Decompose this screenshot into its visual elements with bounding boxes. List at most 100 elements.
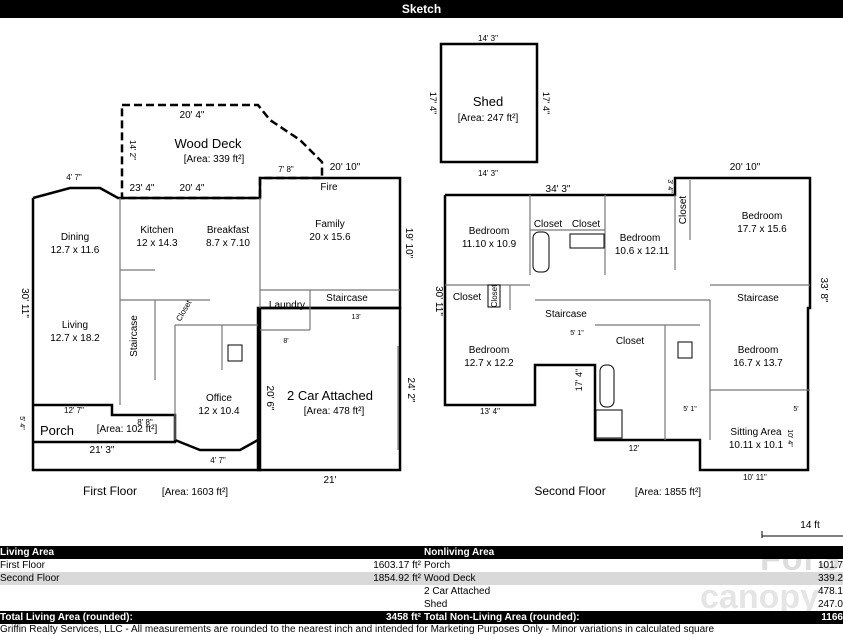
table-row: First Floor 1603.17 ft² Porch 101.7 bbox=[0, 559, 843, 572]
staircase-horizontal-label: Staircase bbox=[326, 293, 368, 304]
dim-12: 12' bbox=[629, 444, 640, 453]
dim-deck-top: 20' 4" bbox=[180, 110, 205, 121]
dining-label: Dining bbox=[61, 232, 89, 243]
porch-outline bbox=[33, 403, 177, 444]
dim-bottom-213: 21' 3" bbox=[90, 445, 115, 456]
total-nonliving-value: 1166 bbox=[821, 612, 843, 623]
table-cell: 2 Car Attached bbox=[424, 586, 491, 597]
first-floor-outline bbox=[31, 176, 402, 472]
toilet-icon bbox=[677, 341, 693, 359]
second-floor-area: [Area: 1855 ft²] bbox=[635, 487, 701, 498]
staircase-vertical-label: Staircase bbox=[129, 315, 140, 357]
toilet-icon bbox=[487, 284, 501, 308]
table-cell: 339.2 bbox=[817, 573, 843, 584]
bedroom1-size: 11.10 x 10.9 bbox=[462, 239, 517, 250]
sketch-title-bar: Sketch bbox=[0, 0, 843, 18]
floor-plan-sketch: Shed [Area: 247 ft²] 14' 3" 14' 3" 17' 4… bbox=[18, 34, 843, 538]
shed-area: [Area: 247 ft²] bbox=[458, 113, 519, 124]
bedroom5-label: Bedroom bbox=[738, 345, 779, 356]
dim-deck-left: 14' 2" bbox=[128, 140, 137, 160]
kitchen-label: Kitchen bbox=[140, 225, 173, 236]
table-cell: 247.0 bbox=[817, 599, 843, 610]
dim-deck-78: 7' 8" bbox=[278, 165, 294, 174]
table-cell: First Floor bbox=[0, 560, 45, 571]
shed-outline bbox=[439, 42, 539, 164]
shed-label: Shed bbox=[473, 94, 503, 109]
bedroom2-size: 10.6 x 12.11 bbox=[615, 246, 670, 257]
bathtub-icon bbox=[532, 231, 550, 273]
second-floor-label: Second Floor bbox=[534, 484, 605, 498]
first-floor-area: [Area: 1603 ft²] bbox=[162, 487, 228, 498]
table-header-row: Living Area Nonliving Area bbox=[0, 546, 843, 559]
breakfast-label: Breakfast bbox=[207, 225, 249, 236]
dim-porch-top: 12' 7" bbox=[64, 406, 84, 415]
bedroom4-size: 12.7 x 12.2 bbox=[464, 358, 514, 369]
bedroom1-label: Bedroom bbox=[469, 226, 510, 237]
dim-porch-left: 5' 4" bbox=[18, 416, 25, 430]
dim-right-338: 33' 8" bbox=[818, 278, 829, 303]
total-nonliving-label: Total Non-Living Area (rounded): bbox=[424, 612, 580, 623]
dim-13: 13' bbox=[351, 314, 360, 321]
porch-area: [Area: 102 ft²] bbox=[97, 424, 158, 435]
bedroom3-size: 17.7 x 15.6 bbox=[737, 224, 787, 235]
office-label: Office bbox=[206, 393, 232, 404]
dim-right-side: 19' 10" bbox=[403, 228, 414, 259]
shed-dim-bottom: 14' 3" bbox=[478, 169, 498, 178]
family-size: 20 x 15.6 bbox=[309, 232, 351, 243]
closet5-label: Closet bbox=[490, 284, 499, 307]
table-cell: Wood Deck bbox=[424, 573, 476, 584]
office-bay bbox=[174, 438, 259, 452]
living-size: 12.7 x 18.2 bbox=[50, 333, 100, 344]
bedroom3-label: Bedroom bbox=[742, 211, 783, 222]
table-cell: Second Floor bbox=[0, 573, 60, 584]
dim-top-343: 34' 3" bbox=[546, 184, 571, 195]
dim-garage-left: 20' 6" bbox=[264, 386, 275, 411]
kitchen-size: 12 x 14.3 bbox=[136, 238, 178, 249]
table-cell: Shed bbox=[424, 599, 448, 610]
staircase2-label: Staircase bbox=[737, 293, 779, 304]
living-label: Living bbox=[62, 320, 88, 331]
dim-left-3011: 30' 11" bbox=[433, 286, 444, 316]
dim-174: 17' 4" bbox=[574, 369, 584, 391]
dim-34: 3' 4" bbox=[666, 179, 673, 193]
dim-5: 5' bbox=[793, 406, 798, 413]
wood-deck-label: Wood Deck bbox=[175, 136, 242, 151]
table-cell: Porch bbox=[424, 560, 451, 571]
dim-top-2010: 20' 10" bbox=[730, 162, 761, 173]
breakfast-size: 8.7 x 7.10 bbox=[206, 238, 250, 249]
living-area-header: Living Area bbox=[0, 547, 55, 558]
dim-104: 10' 4" bbox=[786, 429, 793, 447]
vanity-icon bbox=[569, 233, 605, 249]
closet6-label: Closet bbox=[616, 336, 645, 347]
closet1-label: Closet bbox=[534, 219, 563, 230]
dining-size: 12.7 x 11.6 bbox=[51, 245, 100, 256]
wood-deck-outline bbox=[120, 103, 324, 200]
second-floor-outline bbox=[443, 176, 812, 472]
dim-deck-bottom-left: 23' 4" bbox=[130, 183, 155, 194]
garage-area: [Area: 478 ft²] bbox=[304, 406, 365, 417]
sitting-area-size: 10.11 x 10.1 bbox=[729, 440, 784, 451]
dim-bottom-134: 13' 4" bbox=[480, 407, 500, 416]
shower-icon bbox=[595, 409, 623, 439]
wood-deck-area: [Area: 339 ft²] bbox=[184, 154, 245, 165]
nonliving-area-header: Nonliving Area bbox=[424, 547, 495, 558]
scale-label: 14 ft bbox=[800, 520, 820, 531]
dim-51: 5' 1" bbox=[570, 330, 584, 337]
table-cell: 1854.92 ft² bbox=[373, 573, 421, 584]
dim-family-top: 20' 10" bbox=[330, 162, 361, 173]
garage-outline bbox=[256, 306, 402, 472]
sitting-area-label: Sitting Area bbox=[730, 427, 782, 438]
porch-label: Porch bbox=[40, 423, 74, 438]
closet2-label: Closet bbox=[572, 219, 601, 230]
table-row: Shed 247.0 bbox=[0, 598, 843, 611]
dim-8: 8' bbox=[283, 338, 288, 345]
dim-bottom-1011: 10' 11" bbox=[743, 473, 767, 482]
garage-label: 2 Car Attached bbox=[287, 388, 373, 403]
closet3-label: Closet bbox=[678, 196, 689, 225]
dim-porch-88: 8' 8" bbox=[137, 418, 153, 427]
family-label: Family bbox=[315, 219, 344, 230]
dim-left-side: 30' 11" bbox=[19, 288, 30, 318]
office-size: 12 x 10.4 bbox=[198, 406, 240, 417]
bedroom4-label: Bedroom bbox=[469, 345, 510, 356]
table-cell: 101.7 bbox=[817, 560, 843, 571]
